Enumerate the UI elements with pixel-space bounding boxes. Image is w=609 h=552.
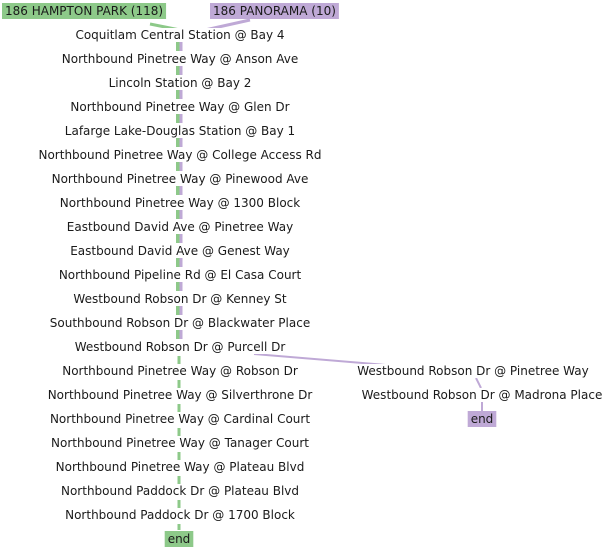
stop-label-hampton-3: Northbound Pinetree Way @ Tanager Court [51,436,309,450]
stop-label-bg [59,52,301,66]
stop-label-bg [64,220,296,234]
stop-label-shared-0: Coquitlam Central Station @ Bay 4 [75,28,284,42]
stop-label-bg [56,268,304,282]
stop-label-shared-3: Northbound Pinetree Way @ Glen Dr [70,100,289,114]
stop-label-bg [58,484,302,498]
stop-label-bg [62,124,298,138]
stop-label-panorama-1: Westbound Robson Dr @ Madrona Place [362,388,603,402]
stop-label-shared-13: Westbound Robson Dr @ Purcell Dr [75,340,286,354]
route-badge-hampton-park: 186 HAMPTON PARK (118) [5,4,163,18]
stop-label-bg [53,460,307,474]
stop-label-hampton-5: Northbound Paddock Dr @ Plateau Blvd [61,484,299,498]
stop-label-shared-4: Lafarge Lake-Douglas Station @ Bay 1 [65,124,295,138]
stop-label-bg [36,148,324,162]
stop-label-shared-10: Northbound Pipeline Rd @ El Casa Court [59,268,302,282]
stop-label-shared-9: Eastbound David Ave @ Genest Way [70,244,290,258]
end-badge-hampton-bg [164,531,194,547]
stop-label-bg [68,100,292,114]
stop-label-bg [60,364,300,378]
end-badge-panorama-bg [467,411,497,427]
end-badge-hampton: end [168,532,191,546]
stop-label-panorama-0: Westbound Robson Dr @ Pinetree Way [357,364,588,378]
stop-label-shared-6: Northbound Pinetree Way @ Pinewood Ave [52,172,309,186]
stop-label-bg [45,388,315,402]
panorama-branch-connector-2 [475,377,482,389]
stop-label-bg [57,196,303,210]
stop-label-bg [68,244,292,258]
stop-label-shared-8: Eastbound David Ave @ Pinetree Way [67,220,293,234]
stop-label-hampton-4: Northbound Pinetree Way @ Plateau Blvd [56,460,305,474]
stop-label-hampton-2: Northbound Pinetree Way @ Cardinal Court [50,412,310,426]
stop-label-bg [72,340,288,354]
stop-label-hampton-0: Northbound Pinetree Way @ Robson Dr [62,364,298,378]
route-badge-panorama-bg [210,3,339,19]
stop-label-bg [73,28,287,42]
stop-label-shared-5: Northbound Pinetree Way @ College Access… [38,148,321,162]
stop-label-bg [49,172,311,186]
stop-label-hampton-6: Northbound Paddock Dr @ 1700 Block [65,508,295,522]
route-badge-panorama: 186 PANORAMA (10) [213,4,336,18]
stop-label-shared-1: Northbound Pinetree Way @ Anson Ave [62,52,298,66]
stop-label-bg [63,508,297,522]
stop-label-shared-11: Westbound Robson Dr @ Kenney St [73,292,286,306]
stop-label-hampton-1: Northbound Pinetree Way @ Silverthrone D… [48,388,313,402]
stop-label-shared-2: Lincoln Station @ Bay 2 [109,76,252,90]
stop-label-bg [71,292,289,306]
stop-label-shared-12: Southbound Robson Dr @ Blackwater Place [50,316,310,330]
stop-label-shared-7: Northbound Pinetree Way @ 1300 Block [60,196,300,210]
route-badge-hampton-park-bg [2,3,167,19]
stop-label-bg [359,388,605,402]
stop-label-bg [355,364,591,378]
stop-label-bg [49,436,312,450]
stop-label-bg [47,412,313,426]
stop-label-bg [106,76,254,90]
end-badge-panorama: end [471,412,494,426]
stop-label-bg [47,316,313,330]
